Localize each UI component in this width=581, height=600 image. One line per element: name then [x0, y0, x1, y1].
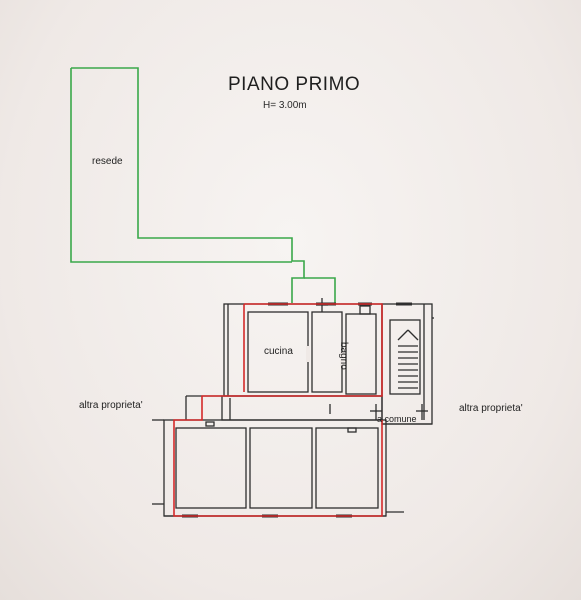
neighbor-label-left: altra proprieta' [79, 400, 143, 411]
drawing-height: H= 3.00m [263, 100, 307, 111]
room-label-bagno: bagno [338, 342, 349, 370]
walls [152, 298, 434, 518]
resede-outline-left [70, 68, 292, 263]
room-label-resede: resede [92, 156, 123, 167]
neighbor-label-right: altra proprieta' [459, 403, 523, 414]
room-label-cucina: cucina [264, 346, 293, 357]
drawing-title: PIANO PRIMO [228, 74, 361, 95]
resede-outline-right [304, 277, 336, 303]
room-label-comune: a comune [377, 414, 417, 424]
property-outline[interactable] [173, 303, 383, 517]
resede-outline [71, 67, 305, 303]
